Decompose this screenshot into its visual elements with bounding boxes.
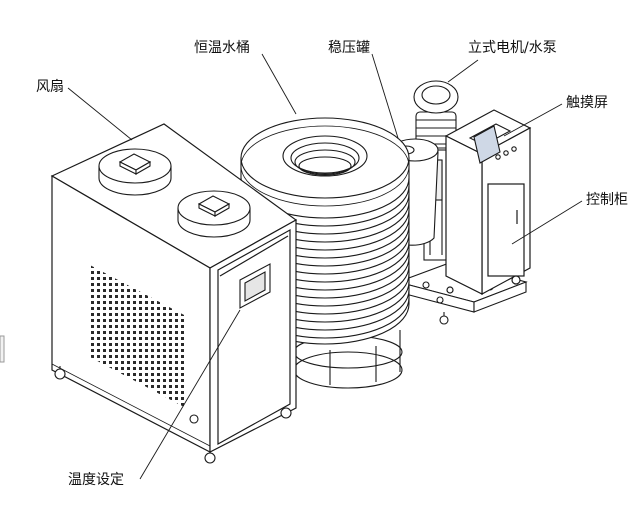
vent-grille xyxy=(88,264,186,408)
touchscreen-panel xyxy=(468,123,517,164)
temperature-display xyxy=(239,263,271,309)
leader-lines xyxy=(67,53,583,480)
label-pressure-tank: 稳压罐 xyxy=(328,40,370,56)
label-control-cabinet: 控制柜 xyxy=(586,192,628,208)
casters xyxy=(54,366,292,464)
label-pump: 立式电机/水泵 xyxy=(468,40,557,56)
edge-tab xyxy=(0,335,5,363)
label-fan: 风扇 xyxy=(36,79,64,95)
fan-1 xyxy=(98,148,172,196)
label-water-tank: 恒温水桶 xyxy=(194,40,250,56)
label-touchscreen: 触摸屏 xyxy=(566,95,608,111)
label-temp-setting: 温度设定 xyxy=(68,472,124,488)
fan-2 xyxy=(177,190,251,238)
